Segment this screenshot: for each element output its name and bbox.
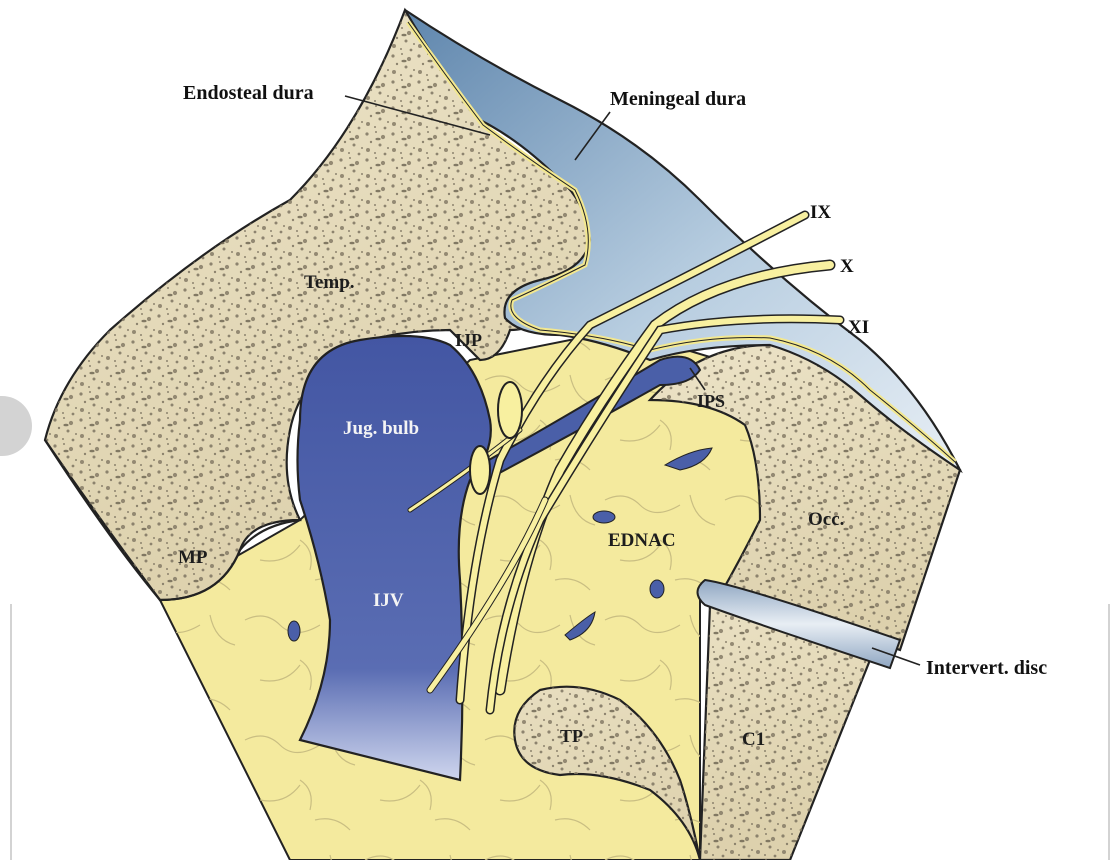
label-tp: TP [560, 726, 583, 746]
label-occ: Occ. [808, 509, 844, 530]
label-xi: XI [848, 317, 869, 338]
label-jug-bulb: Jug. bulb [343, 418, 419, 439]
ganglion [498, 382, 522, 438]
label-ips: IPS [697, 391, 725, 411]
label-meningeal-dura: Meningeal dura [610, 88, 746, 110]
label-x: X [840, 256, 854, 277]
label-ix: IX [810, 202, 831, 223]
vessel-2 [593, 511, 615, 523]
left-edge-rule [10, 604, 12, 860]
vessel-5 [288, 621, 300, 641]
label-ijv: IJV [373, 590, 404, 611]
label-intervert-disc: Intervert. disc [926, 657, 1047, 679]
vessel-3 [650, 580, 664, 598]
ganglion-2 [470, 446, 490, 494]
label-ednac: EDNAC [608, 530, 676, 551]
label-temp: Temp. [304, 272, 355, 293]
label-endosteal-dura: Endosteal dura [183, 82, 314, 104]
right-edge-rule [1108, 604, 1110, 860]
label-ijp: IJP [455, 330, 482, 350]
label-c1: C1 [742, 729, 765, 750]
label-mp: MP [178, 547, 208, 568]
